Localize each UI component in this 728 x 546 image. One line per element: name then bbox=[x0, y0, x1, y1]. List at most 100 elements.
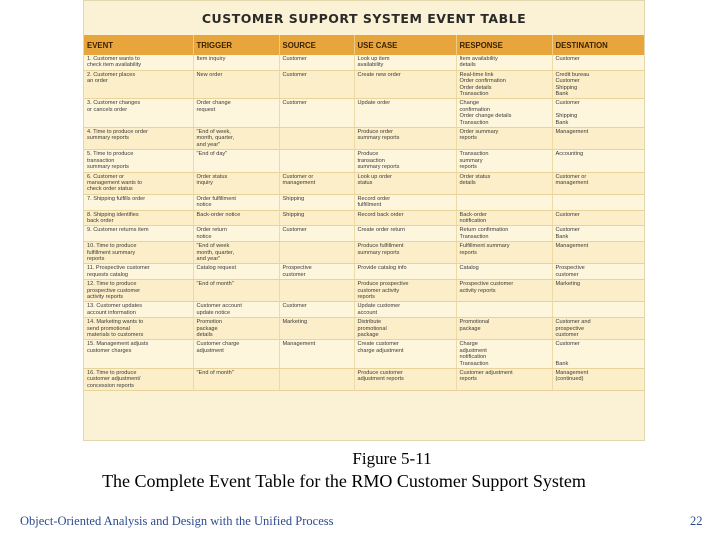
table-cell: Back-order notice bbox=[193, 210, 280, 227]
table-cell: Look up item availability bbox=[354, 55, 457, 71]
table-cell: New order bbox=[193, 70, 280, 100]
table-cell: 12. Time to produce prospective customer… bbox=[84, 279, 194, 303]
table-cell: Update order bbox=[354, 98, 457, 129]
table-cell: Management bbox=[552, 127, 644, 151]
table-cell bbox=[552, 301, 644, 319]
table-cell: Customer account update notice bbox=[193, 301, 280, 319]
table-cell: 3. Customer changes or cancels order bbox=[84, 98, 194, 129]
table-cell: Back-order notification bbox=[456, 210, 553, 227]
column-header: TRIGGER bbox=[193, 35, 280, 55]
page-number: 22 bbox=[690, 514, 703, 528]
table-row: 11. Prospective customer requests catalo… bbox=[84, 263, 644, 281]
table-cell: Produce order summary reports bbox=[354, 127, 457, 151]
table-cell: Change confirmation Order change details… bbox=[456, 98, 553, 129]
table-cell: 8. Shipping identifies back order bbox=[84, 210, 194, 227]
table-cell: Create order return bbox=[354, 225, 457, 243]
table-cell: Order status inquiry bbox=[193, 172, 280, 195]
table-cell: Distribute promotional package bbox=[354, 317, 457, 341]
table-cell: 10. Time to produce fulfillment summary … bbox=[84, 241, 194, 265]
table-cell: Produce prospective customer activity re… bbox=[354, 279, 457, 303]
table-cell: Customer adjustment reports bbox=[456, 368, 553, 392]
table-cell: Customer bbox=[279, 301, 355, 319]
table-cell bbox=[279, 127, 355, 151]
table-cell: Create new order bbox=[354, 70, 457, 100]
table-cell: Prospective customer bbox=[552, 263, 644, 281]
table-cell: Prospective customer bbox=[279, 263, 355, 281]
table-cell: Return confirmation Transaction bbox=[456, 225, 553, 243]
table-cell bbox=[279, 279, 355, 303]
table-cell: Look up order status bbox=[354, 172, 457, 195]
table-cell: Credit bureau Customer Shipping Bank bbox=[552, 70, 644, 100]
table-cell: Customer charge adjustment bbox=[193, 339, 280, 370]
table-cell: Produce transaction summary reports bbox=[354, 149, 457, 173]
table-cell: "End of month" bbox=[193, 368, 280, 392]
table-cell: 6. Customer or management wants to check… bbox=[84, 172, 194, 195]
table-cell: "End of week, month, quarter, and year" bbox=[193, 127, 280, 151]
table-cell: 11. Prospective customer requests catalo… bbox=[84, 263, 194, 281]
table-row: 14. Marketing wants to send promotional … bbox=[84, 317, 644, 341]
table-cell: Charge adjustment notification Transacti… bbox=[456, 339, 553, 370]
table-row: 10. Time to produce fulfillment summary … bbox=[84, 241, 644, 265]
table-cell: Promotional package bbox=[456, 317, 553, 341]
table-cell: 14. Marketing wants to send promotional … bbox=[84, 317, 194, 341]
table-cell: Update customer account bbox=[354, 301, 457, 319]
table-row: 13. Customer updates account information… bbox=[84, 301, 644, 319]
table-cell: 9. Customer returns item bbox=[84, 225, 194, 243]
table-cell bbox=[279, 149, 355, 173]
table-cell: Record order fulfillment bbox=[354, 194, 457, 211]
figure-number: Figure 5-11 bbox=[352, 449, 432, 468]
table-cell: Marketing bbox=[279, 317, 355, 341]
table-cell: Customer bbox=[279, 225, 355, 243]
table-cell: Create customer charge adjustment bbox=[354, 339, 457, 370]
table-cell: Catalog request bbox=[193, 263, 280, 281]
table-cell: Shipping bbox=[279, 194, 355, 211]
table-cell bbox=[552, 194, 644, 211]
table-cell: 7. Shipping fulfills order bbox=[84, 194, 194, 211]
table-cell: Order status details bbox=[456, 172, 553, 195]
table-row: 5. Time to produce transaction summary r… bbox=[84, 149, 644, 173]
table-cell: "End of month" bbox=[193, 279, 280, 303]
table-cell: Customer and prospective customer bbox=[552, 317, 644, 341]
footer-book-title: Object-Oriented Analysis and Design with… bbox=[20, 514, 334, 528]
table-cell: Accounting bbox=[552, 149, 644, 173]
table-cell: Management (continued) bbox=[552, 368, 644, 392]
table-cell bbox=[456, 194, 553, 211]
table-cell: Customer bbox=[279, 98, 355, 129]
table-cell: 5. Time to produce transaction summary r… bbox=[84, 149, 194, 173]
table-cell: Customer bbox=[552, 210, 644, 227]
table-cell: Customer Bank bbox=[552, 339, 644, 370]
table-cell: Order return notice bbox=[193, 225, 280, 243]
table-row: 4. Time to produce order summary reports… bbox=[84, 127, 644, 151]
table-cell: Customer bbox=[552, 55, 644, 71]
table-cell: Management bbox=[279, 339, 355, 370]
column-header: USE CASE bbox=[354, 35, 457, 55]
table-cell: Item inquiry bbox=[193, 55, 280, 71]
table-cell: Produce fulfillment summary reports bbox=[354, 241, 457, 265]
table-cell: Produce customer adjustment reports bbox=[354, 368, 457, 392]
table-cell: Prospective customer activity reports bbox=[456, 279, 553, 303]
table-row: 6. Customer or management wants to check… bbox=[84, 172, 644, 195]
table-cell: 1. Customer wants to check item availabi… bbox=[84, 55, 194, 71]
table-cell: Shipping bbox=[279, 210, 355, 227]
table-cell: Marketing bbox=[552, 279, 644, 303]
table-cell: 2. Customer places an order bbox=[84, 70, 194, 100]
table-body: 1. Customer wants to check item availabi… bbox=[84, 55, 644, 392]
table-cell bbox=[279, 241, 355, 265]
table-cell: Promotion package details bbox=[193, 317, 280, 341]
figure-title: The Complete Event Table for the RMO Cus… bbox=[102, 471, 586, 491]
column-header: RESPONSE bbox=[456, 35, 553, 55]
table-title: CUSTOMER SUPPORT SYSTEM EVENT TABLE bbox=[84, 1, 644, 35]
table-cell: 15. Management adjusts customer charges bbox=[84, 339, 194, 370]
table-row: 16. Time to produce customer adjustment/… bbox=[84, 368, 644, 392]
table-cell: Order summary reports bbox=[456, 127, 553, 151]
table-cell: "End of week month, quarter, and year" bbox=[193, 241, 280, 265]
table-cell: Customer or management bbox=[279, 172, 355, 195]
table-row: 12. Time to produce prospective customer… bbox=[84, 279, 644, 303]
table-cell bbox=[456, 301, 553, 319]
table-cell: Provide catalog info bbox=[354, 263, 457, 281]
column-header: EVENT bbox=[84, 35, 194, 55]
